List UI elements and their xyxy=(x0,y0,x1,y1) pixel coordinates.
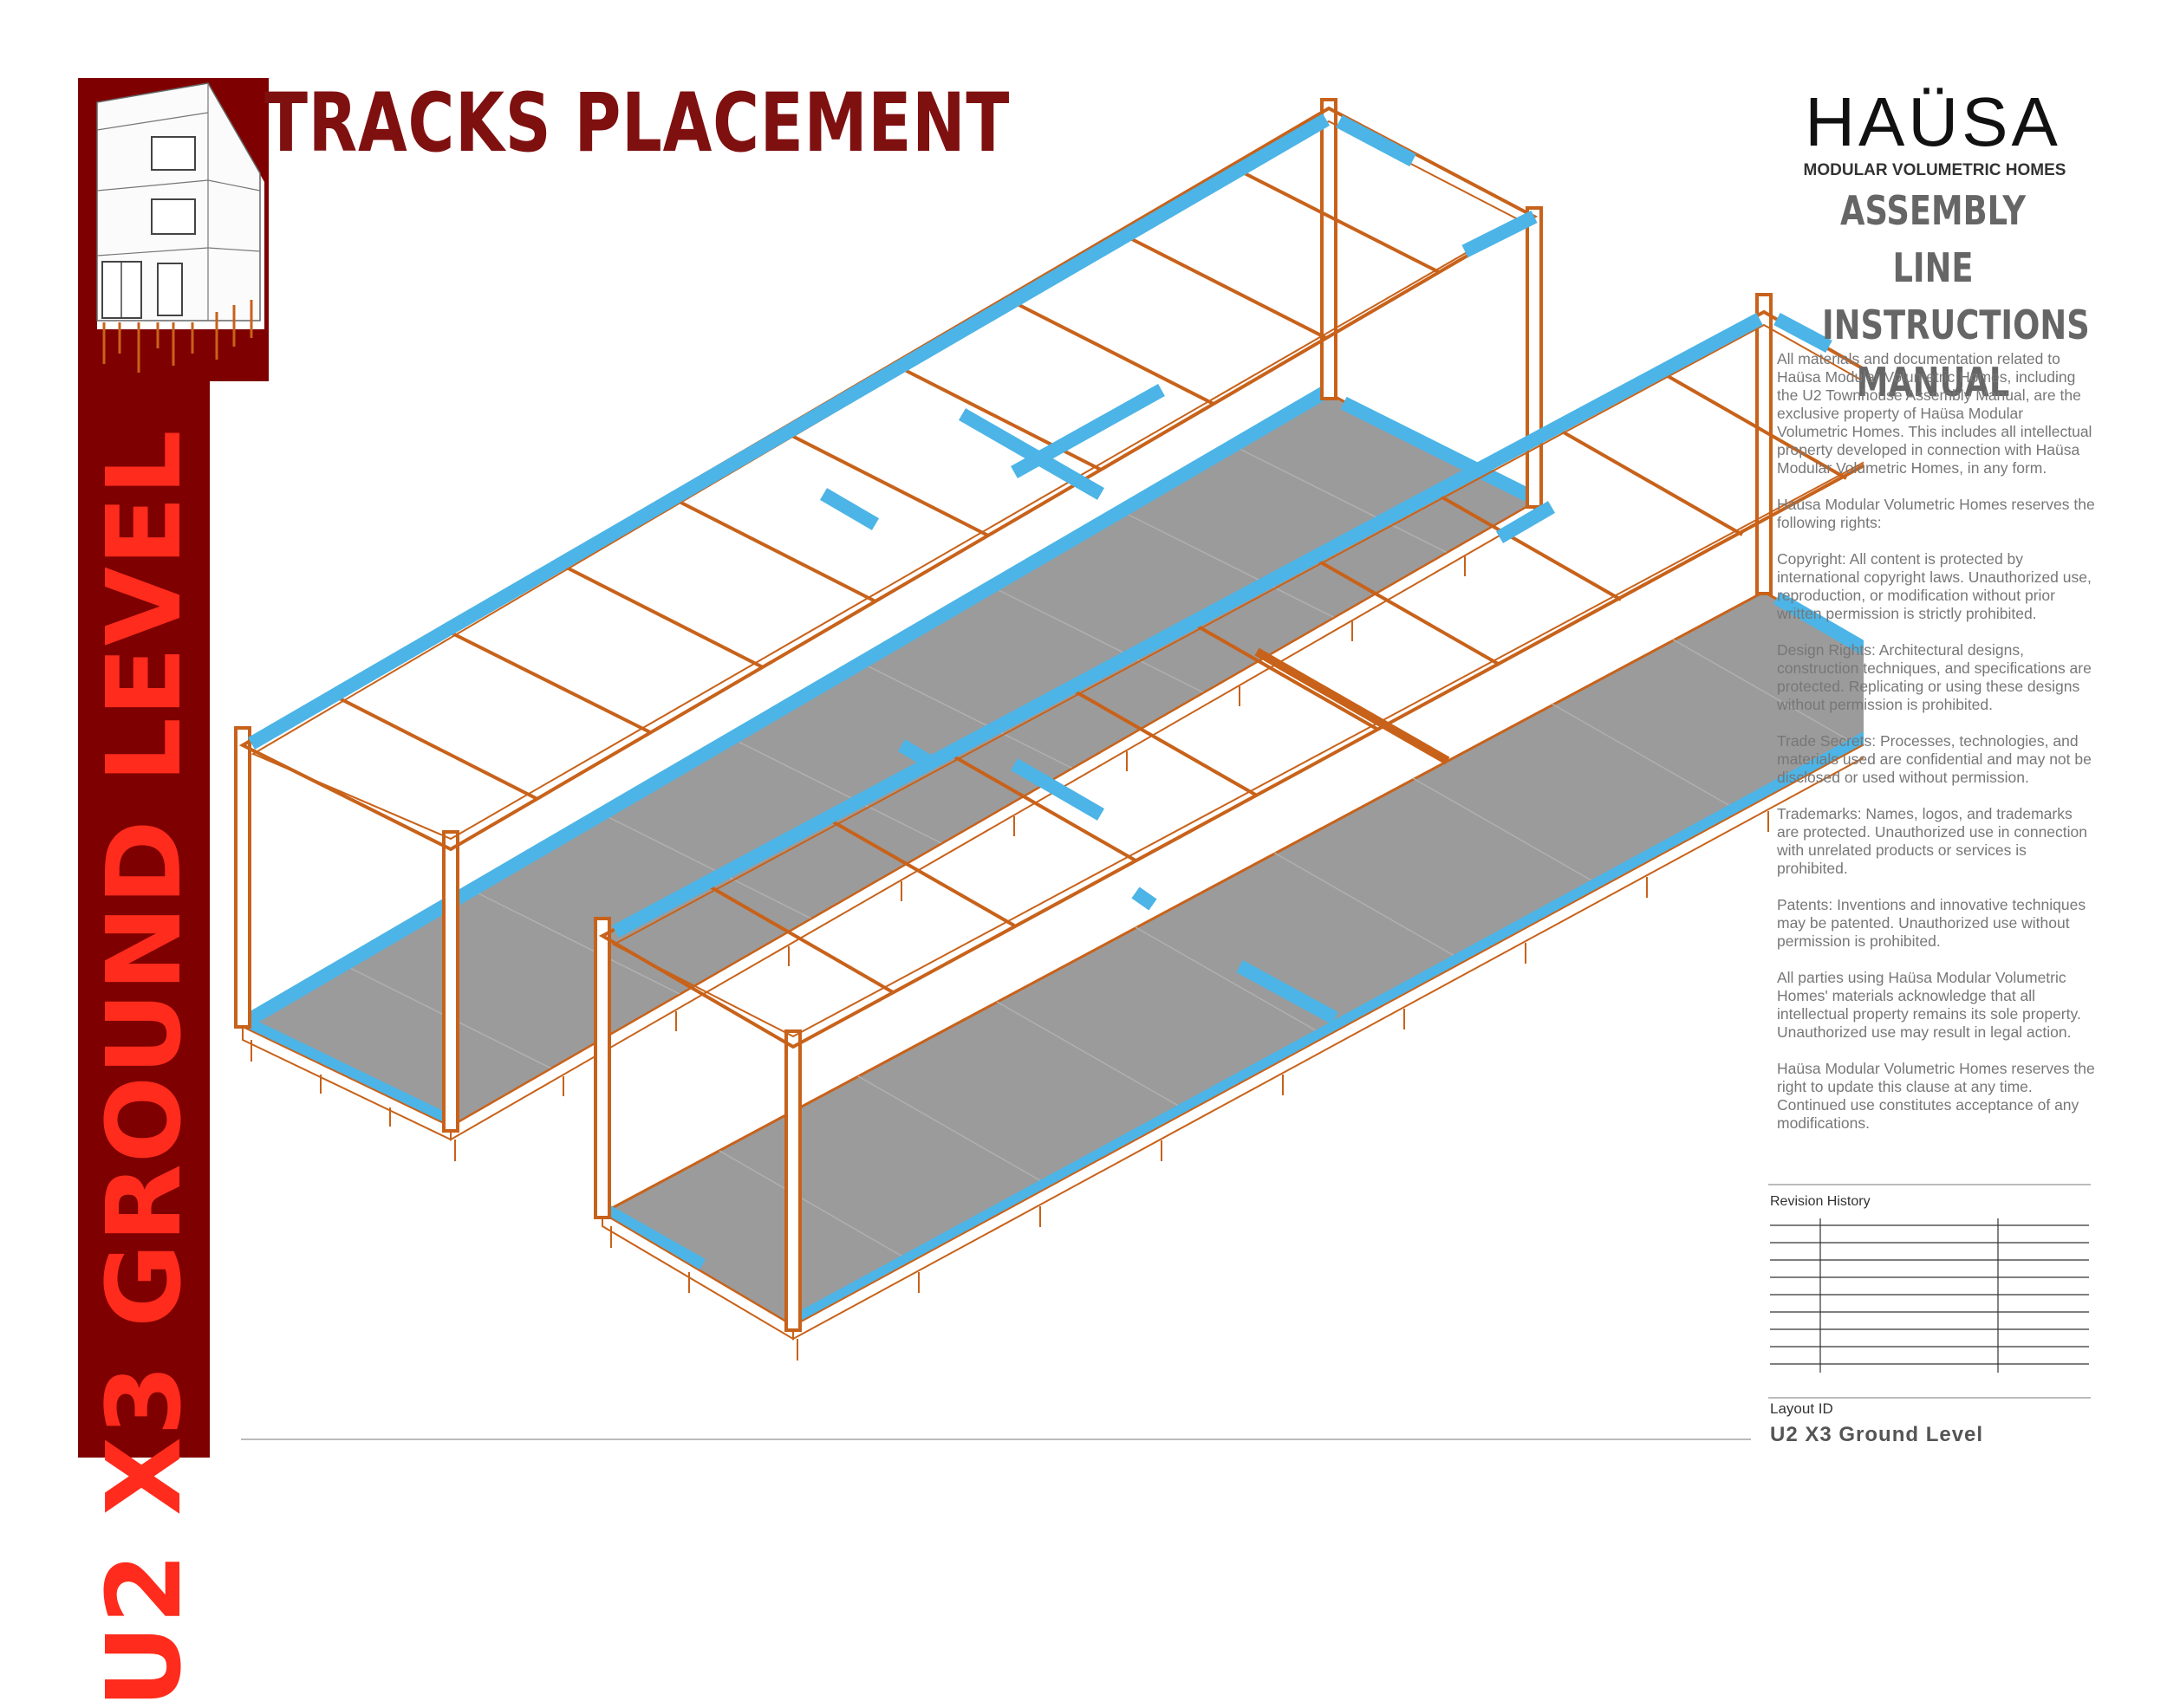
legal-paragraph: Haüsa Modular Volumetric Homes reserves … xyxy=(1777,1060,2095,1132)
revision-table xyxy=(1770,1218,2089,1373)
manual-title-line: MANUAL xyxy=(1856,359,2010,406)
isometric-frame-drawing: .frame { stroke:#c8621a; stroke-width:4;… xyxy=(234,98,1864,1361)
legal-paragraph: Trade Secrets: Processes, technologies, … xyxy=(1777,732,2092,786)
layout-id-label: Layout ID xyxy=(1770,1400,1833,1417)
legal-paragraph: All parties using Haüsa Modular Volumetr… xyxy=(1777,969,2081,1041)
module-rear xyxy=(234,98,1543,1161)
legal-paragraph: All materials and documentation related … xyxy=(1777,350,2092,477)
bottom-divider xyxy=(241,1438,1751,1440)
legal-paragraph: Copyright: All content is protected by i… xyxy=(1777,550,2092,622)
page-title: TRACKS PLACEMENT xyxy=(264,76,1011,171)
module-front xyxy=(594,293,1864,1361)
legal-paragraph: Design Rights: Architectural designs, co… xyxy=(1777,641,2092,713)
house-thumbnail-image xyxy=(87,78,269,381)
legal-paragraph: Haüsa Modular Volumetric Homes reserves … xyxy=(1777,496,2095,531)
manual-title-line: INSTRUCTIONS xyxy=(1822,302,2090,348)
layout-id-value: U2 X3 Ground Level xyxy=(1770,1423,1984,1446)
divider xyxy=(1768,1184,2091,1185)
logo-tagline: MODULAR VOLUMETRIC HOMES xyxy=(1803,161,2066,179)
manual-title: ASSEMBLY LINE INSTRUCTIONS MANUAL xyxy=(1794,182,2090,411)
level-vertical-label: U2 X3 GROUND LEVEL xyxy=(84,429,204,1708)
revision-history-label: Revision History xyxy=(1770,1194,1871,1209)
legal-notice: All materials and documentation related … xyxy=(1777,350,2096,1151)
legal-paragraph: Patents: Inventions and innovative techn… xyxy=(1777,896,2086,950)
divider xyxy=(1768,1397,2091,1399)
legal-paragraph: Trademarks: Names, logos, and trademarks… xyxy=(1777,805,2088,877)
hausa-logo: HAÜSA xyxy=(1805,83,2061,160)
manual-title-line: ASSEMBLY LINE xyxy=(1839,187,2026,291)
